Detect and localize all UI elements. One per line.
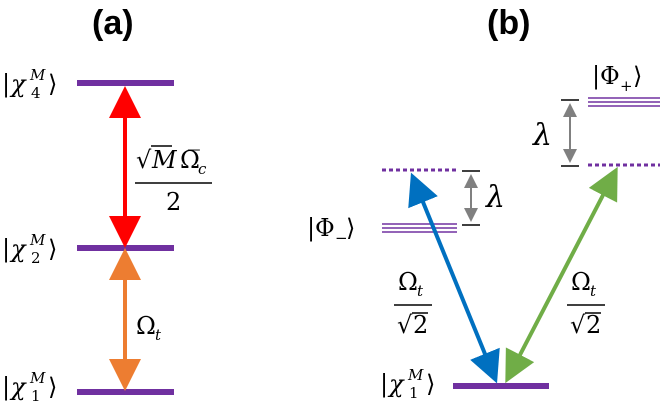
- sqrt-symbol: √: [397, 311, 413, 339]
- ket-symbol: χ: [9, 70, 27, 98]
- ket-symbol: Φ: [600, 62, 620, 90]
- lambda-left: λ: [485, 180, 505, 215]
- ket-sup: M: [29, 231, 46, 249]
- ket-sub: 2: [31, 249, 41, 267]
- ket-close: ⟩: [48, 235, 57, 263]
- ket-bar: |: [2, 235, 10, 264]
- ket-chi2-a: | χ M 2 ⟩: [2, 231, 57, 267]
- green-double-arrow: [505, 166, 618, 384]
- ket-sub: +: [620, 77, 633, 95]
- detuning-right: [561, 99, 579, 167]
- level-chi4: [77, 80, 174, 86]
- ket-bar: |: [2, 373, 10, 402]
- ket-phi-minus: | Φ − ⟩: [307, 214, 355, 247]
- ket-phi-plus: | Φ + ⟩: [592, 62, 642, 95]
- omega-sub-t: t: [590, 282, 597, 300]
- denominator-2: 2: [166, 188, 181, 216]
- omega-t: Ω: [571, 268, 591, 296]
- omega-sub-c: c: [198, 160, 207, 178]
- ket-sup: M: [29, 66, 46, 84]
- ket-sup: M: [29, 369, 46, 387]
- lambda-right: λ: [532, 118, 552, 153]
- ket-bar: |: [2, 70, 10, 99]
- ket-sub: 4: [31, 84, 41, 102]
- ket-symbol: χ: [387, 370, 405, 398]
- sqrt-symbol: √: [136, 146, 152, 174]
- panel-b-label: (b): [487, 4, 530, 42]
- level-chi1-b: [453, 383, 549, 389]
- ket-sub: 1: [409, 384, 419, 402]
- ket-sub: 1: [31, 387, 41, 405]
- ket-sup: M: [407, 366, 424, 384]
- ket-bar: |: [380, 370, 388, 399]
- sqrt-two: 2: [413, 311, 428, 339]
- omega-t: Ω: [136, 312, 156, 340]
- panel-a-label: (a): [92, 4, 134, 42]
- sqrt-M: M: [151, 146, 178, 174]
- ket-close: ⟩: [346, 214, 355, 242]
- level-phi-plus: [588, 97, 660, 107]
- coupling-right-fraction: Ω t √ 2: [567, 268, 605, 339]
- level-phi-minus: [382, 223, 457, 233]
- ket-close: ⟩: [48, 373, 57, 401]
- omega-t: Ω: [398, 268, 418, 296]
- sqrt-symbol: √: [570, 311, 586, 339]
- ket-chi1-b: | χ M 1 ⟩: [380, 366, 435, 402]
- ket-chi1-a: | χ M 1 ⟩: [2, 369, 57, 405]
- detuning-left: [462, 170, 480, 226]
- coupling-upper-fraction: √ M Ω̅ c 2: [135, 145, 212, 216]
- sqrt-two: 2: [586, 311, 601, 339]
- level-chi2: [77, 245, 174, 251]
- omega-bar-c: Ω̅: [180, 146, 200, 174]
- blue-double-arrow: [408, 172, 500, 384]
- ket-close: ⟩: [426, 370, 435, 398]
- ket-symbol: χ: [9, 235, 27, 263]
- ket-chi4-a: | χ M 4 ⟩: [2, 66, 57, 102]
- ket-bar: |: [307, 214, 315, 243]
- ket-sub: −: [335, 229, 348, 247]
- coupling-left-fraction: Ω t √ 2: [394, 268, 432, 339]
- ket-bar: |: [592, 62, 600, 91]
- coupling-lower-label: Ω t: [136, 312, 162, 344]
- ket-close: ⟩: [633, 62, 642, 90]
- level-chi1: [77, 389, 174, 395]
- omega-sub-t: t: [155, 326, 162, 344]
- ket-symbol: χ: [9, 373, 27, 401]
- ket-close: ⟩: [48, 70, 57, 98]
- ket-symbol: Φ: [315, 214, 335, 242]
- omega-sub-t: t: [417, 282, 424, 300]
